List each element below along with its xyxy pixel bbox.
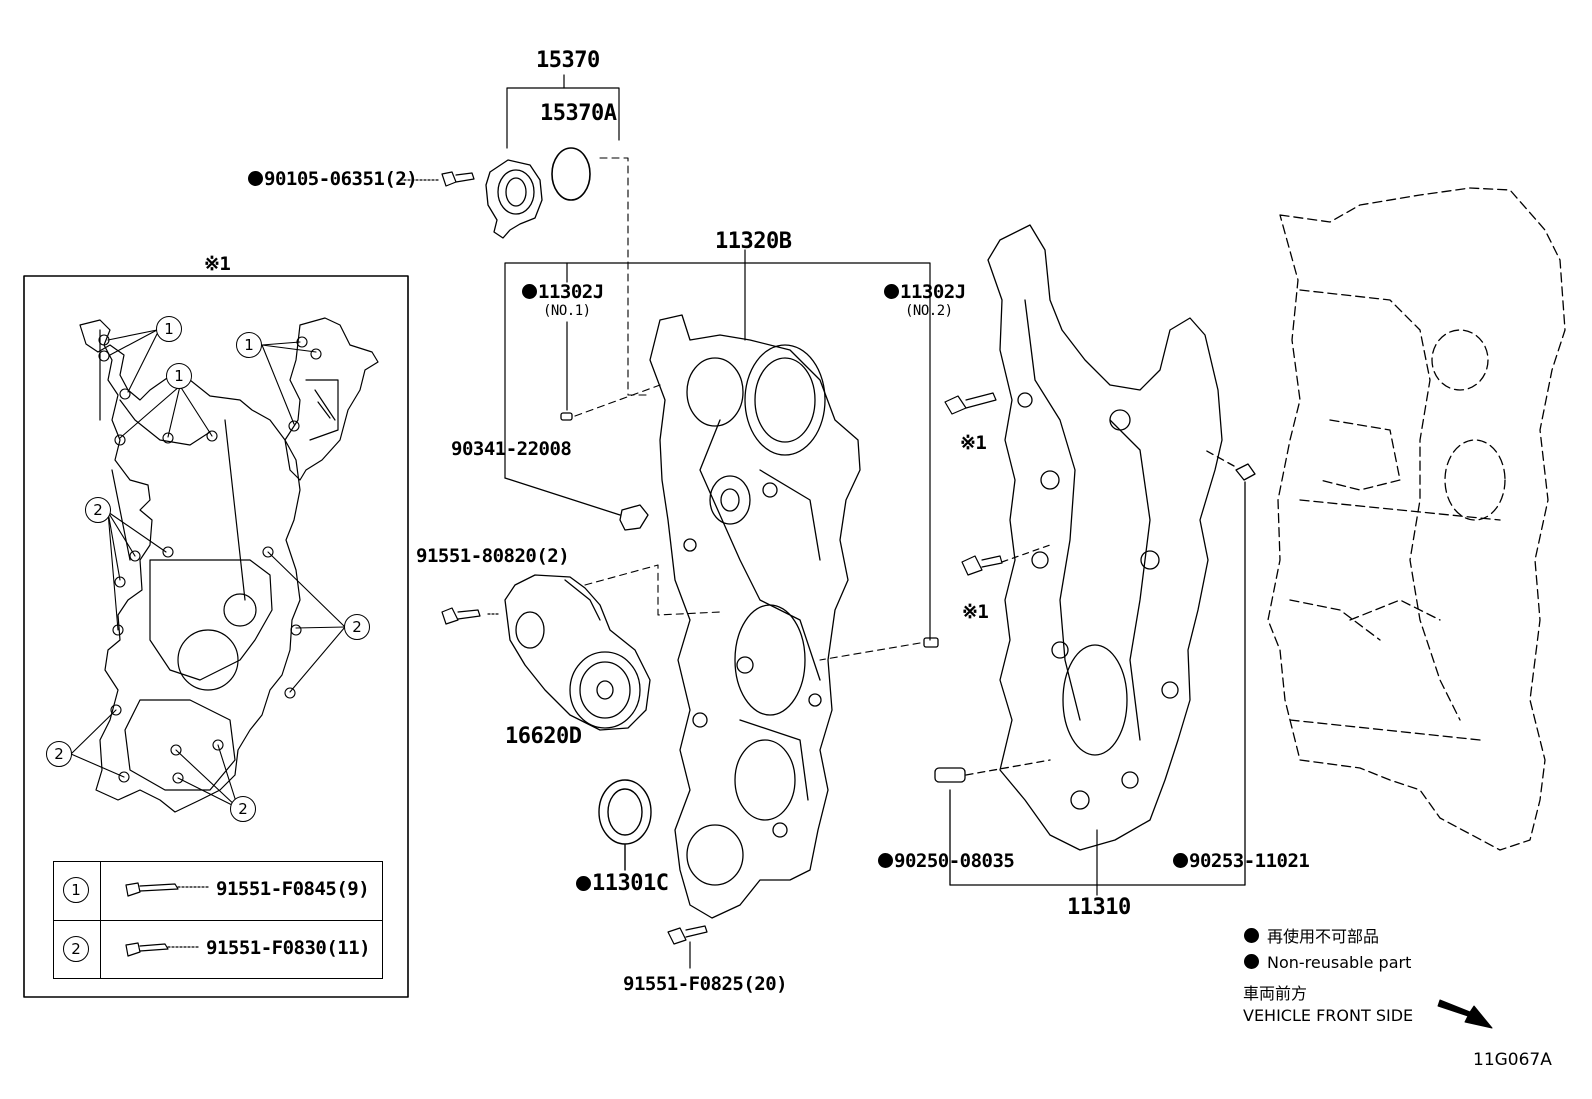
- bolt-90105: [399, 171, 475, 187]
- label-11302J-no1[interactable]: 11302J: [522, 283, 604, 302]
- label-11302J-no2[interactable]: 11302J: [884, 283, 966, 302]
- plate-11310: [987, 224, 1223, 851]
- inset-frame: [23, 275, 409, 998]
- label-90253[interactable]: 90253-11021: [1173, 852, 1310, 871]
- bolt-91551-F0825: [667, 925, 708, 969]
- tensioner-16620D: [504, 574, 651, 731]
- label-11320B[interactable]: 11320B: [715, 229, 792, 254]
- plug-90253: [1204, 449, 1256, 886]
- table-part-2[interactable]: 91551-F0830(11): [206, 937, 371, 959]
- inset-left-cover: [79, 319, 301, 813]
- engine-block-dashed: [1267, 187, 1566, 851]
- leader-16620D-dashed: [584, 564, 721, 616]
- part-90341-plug: [504, 477, 649, 531]
- nonreusable-dot-icon: [576, 876, 591, 891]
- bolt-ref1-lower: [961, 544, 1051, 576]
- ref-mark-upper: ※1: [960, 432, 987, 454]
- label-90341[interactable]: 90341-22008: [451, 438, 572, 460]
- callout-2-c[interactable]: 2: [46, 741, 72, 767]
- callout-1-a[interactable]: 1: [156, 316, 182, 342]
- bolt-ref1-upper: [944, 392, 997, 415]
- timing-cover-11320B: [649, 314, 861, 919]
- label-11302J-no1-sub: (NO.1): [543, 303, 591, 319]
- nonreusable-dot-icon: [522, 284, 537, 299]
- part-15370-drawing: [485, 159, 543, 239]
- bracket-11310: [949, 829, 1246, 896]
- label-90250[interactable]: 90250-08035: [878, 852, 1015, 871]
- label-11310[interactable]: 11310: [1067, 895, 1131, 920]
- seal-11301C: [598, 779, 652, 871]
- table-num-2: 2: [63, 936, 89, 962]
- vehicle-front-arrow-icon: [1437, 999, 1493, 1029]
- legend-nonreusable-en: Non-reusable part: [1244, 954, 1411, 971]
- callout-2-b[interactable]: 2: [344, 614, 370, 640]
- legend-nonreusable-jp: 再使用不可部品: [1244, 928, 1379, 945]
- pin-11302J-no2: [923, 637, 939, 648]
- table-num-1: 1: [63, 877, 89, 903]
- nonreusable-dot-icon: [1244, 928, 1259, 943]
- inset-bolt-holes: [98, 334, 322, 784]
- table-part-1[interactable]: 91551-F0845(9): [216, 878, 370, 900]
- legend-front-en: VEHICLE FRONT SIDE: [1243, 1006, 1414, 1025]
- bolt-91551-80820: [441, 607, 501, 625]
- nonreusable-dot-icon: [1244, 954, 1259, 969]
- label-16620D[interactable]: 16620D: [505, 724, 582, 749]
- bracket-15370: [506, 74, 620, 149]
- dowel-90250: [934, 759, 1051, 886]
- inset-bolt-table: 1 91551-F0845(9) 2 91551-F0830(11): [53, 861, 383, 979]
- nonreusable-dot-icon: [1173, 853, 1188, 868]
- ref-mark-lower: ※1: [962, 601, 989, 623]
- inset-right-cover: [284, 317, 379, 481]
- nonreusable-dot-icon: [884, 284, 899, 299]
- label-11301C[interactable]: 11301C: [576, 873, 669, 895]
- legend-bolt-icons: [125, 882, 211, 957]
- leader-15370-dashed: [599, 157, 651, 396]
- callout-1-b[interactable]: 1: [166, 363, 192, 389]
- bracket-11320B: [504, 249, 931, 641]
- pin-11302J-no1: [560, 412, 573, 421]
- label-15370[interactable]: 15370: [536, 48, 600, 73]
- label-15370A[interactable]: 15370A: [540, 101, 617, 126]
- label-11302J-no2-sub: (NO.2): [905, 303, 953, 319]
- inset-marker: ※1: [204, 253, 231, 275]
- label-90105[interactable]: 90105-06351(2): [248, 170, 418, 189]
- diagram-id: 11G067A: [1473, 1050, 1552, 1070]
- part-15370A-oring: [551, 147, 591, 201]
- inset-leaders: [70, 329, 346, 809]
- label-91551-F0825[interactable]: 91551-F0825(20): [623, 973, 788, 995]
- table-row: 1 91551-F0845(9): [54, 862, 382, 920]
- callout-2-a[interactable]: 2: [85, 497, 111, 523]
- nonreusable-dot-icon: [878, 853, 893, 868]
- callout-2-d[interactable]: 2: [230, 796, 256, 822]
- callout-1-c[interactable]: 1: [236, 332, 262, 358]
- legend-front-jp: 車両前方: [1243, 984, 1308, 1003]
- nonreusable-dot-icon: [248, 171, 263, 186]
- label-91551-80820[interactable]: 91551-80820(2): [416, 545, 570, 567]
- table-row: 2 91551-F0830(11): [54, 920, 382, 979]
